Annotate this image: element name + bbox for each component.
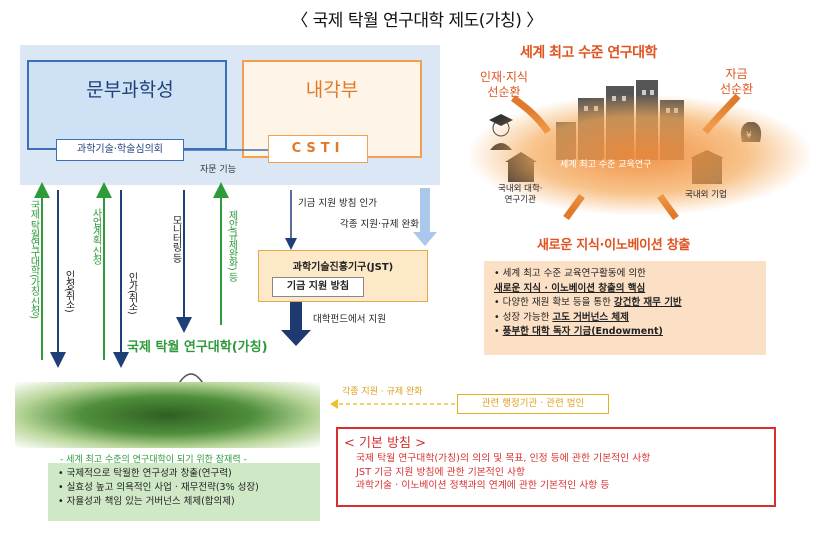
fund-label: 대학펀드에서 지원 [313,314,386,325]
list-item: JST 기금 지원 방침에 관한 기본적인 사항 [356,466,525,478]
institution-label: 국내외 대학·연구기관 [498,184,543,205]
council-box: 과학기술·학술심의회 [56,139,184,161]
related-arrow-label: 각종 지원 · 규제 완화 [342,387,423,397]
list-item: 과학기술 · 이노베이션 정책과의 연계에 관한 기본적인 사항 등 [356,480,610,491]
plan-label: 사업계획 신청 [90,208,101,265]
csti-box: CSTI [268,135,368,163]
ministry-label: 문부과학성 [86,79,174,101]
page-title: 〈 국제 탁월 연구대학 제도(가칭) 〉 [291,11,543,31]
basic-policy-list: 국제 탁월 연구대학(가칭)의 의의 및 목표, 인정 등에 관한 기본적인 사… [356,452,650,493]
support-arrow [413,188,437,246]
firm-label: 국내외 기업 [685,190,727,200]
education-label: 세계 최고 수준 교육연구 [560,160,652,170]
list-item: 국제 탁월 연구대학(가칭)의 의의 및 목표, 인정 등에 관한 기본적인 사… [356,453,651,464]
list-item: 실효성 높고 의욕적인 사업 · 재무전략(3% 성장) [58,481,259,495]
list-item: 풍부한 대학 독자 기금(Endowment) [494,325,682,340]
apply-label: 국제 탁월연구대학(가칭 신청) [28,200,39,319]
permit-label: 인가(취소) [126,272,137,314]
cert-label: 인정(취소) [63,270,74,312]
cabinet-label: 내각부 [305,79,359,101]
university-title: 국제 탁월 연구대학(가칭) [127,340,268,355]
basic-policy-box [336,427,776,507]
proposal-label: 제안(규제완화) 등 [226,210,237,281]
vision-title: 세계 최고 수준 연구대학 [520,45,657,61]
advisory-label: 자문 기능 [200,165,236,175]
list-item: 국제적으로 탁월한 연구성과 창출(연구력) [58,467,259,481]
monitor-label: 모니터링 등 [170,215,181,263]
list-item: 성장 가능한 고도 거버넌스 체제 [494,311,682,326]
fund-arrow [281,302,311,346]
jst-title: 과학기술진흥기구(JST) [292,262,394,273]
potential-list: 국제적으로 탁월한 연구성과 창출(연구력) 실효성 높고 의욕적인 사업 · … [58,467,259,509]
basic-policy-title: < 기본 방침 > [344,436,427,451]
jst-policy: 기금 지원 방침 [272,277,364,297]
support-label: 각종 지원·규제 완화 [340,219,419,230]
list-item: 자율성과 책임 있는 거버넌스 체제(합의제) [58,495,259,509]
potential-caption: - 세계 최고 수준의 연구대학이 되기 위한 잠재력 - [60,455,247,465]
innovation-label: 새로운 지식·이노베이션 창출 [537,238,691,253]
fund-policy-label: 기금 지원 방침 인가 [298,198,377,209]
ground-ellipse [15,382,320,448]
list-item: 다양한 재원 확보 등을 통한 강건한 재무 기반 [494,296,682,311]
related-agency-box: 관련 행정기관 · 관련 법인 [457,394,609,414]
vision-glow [470,95,810,215]
